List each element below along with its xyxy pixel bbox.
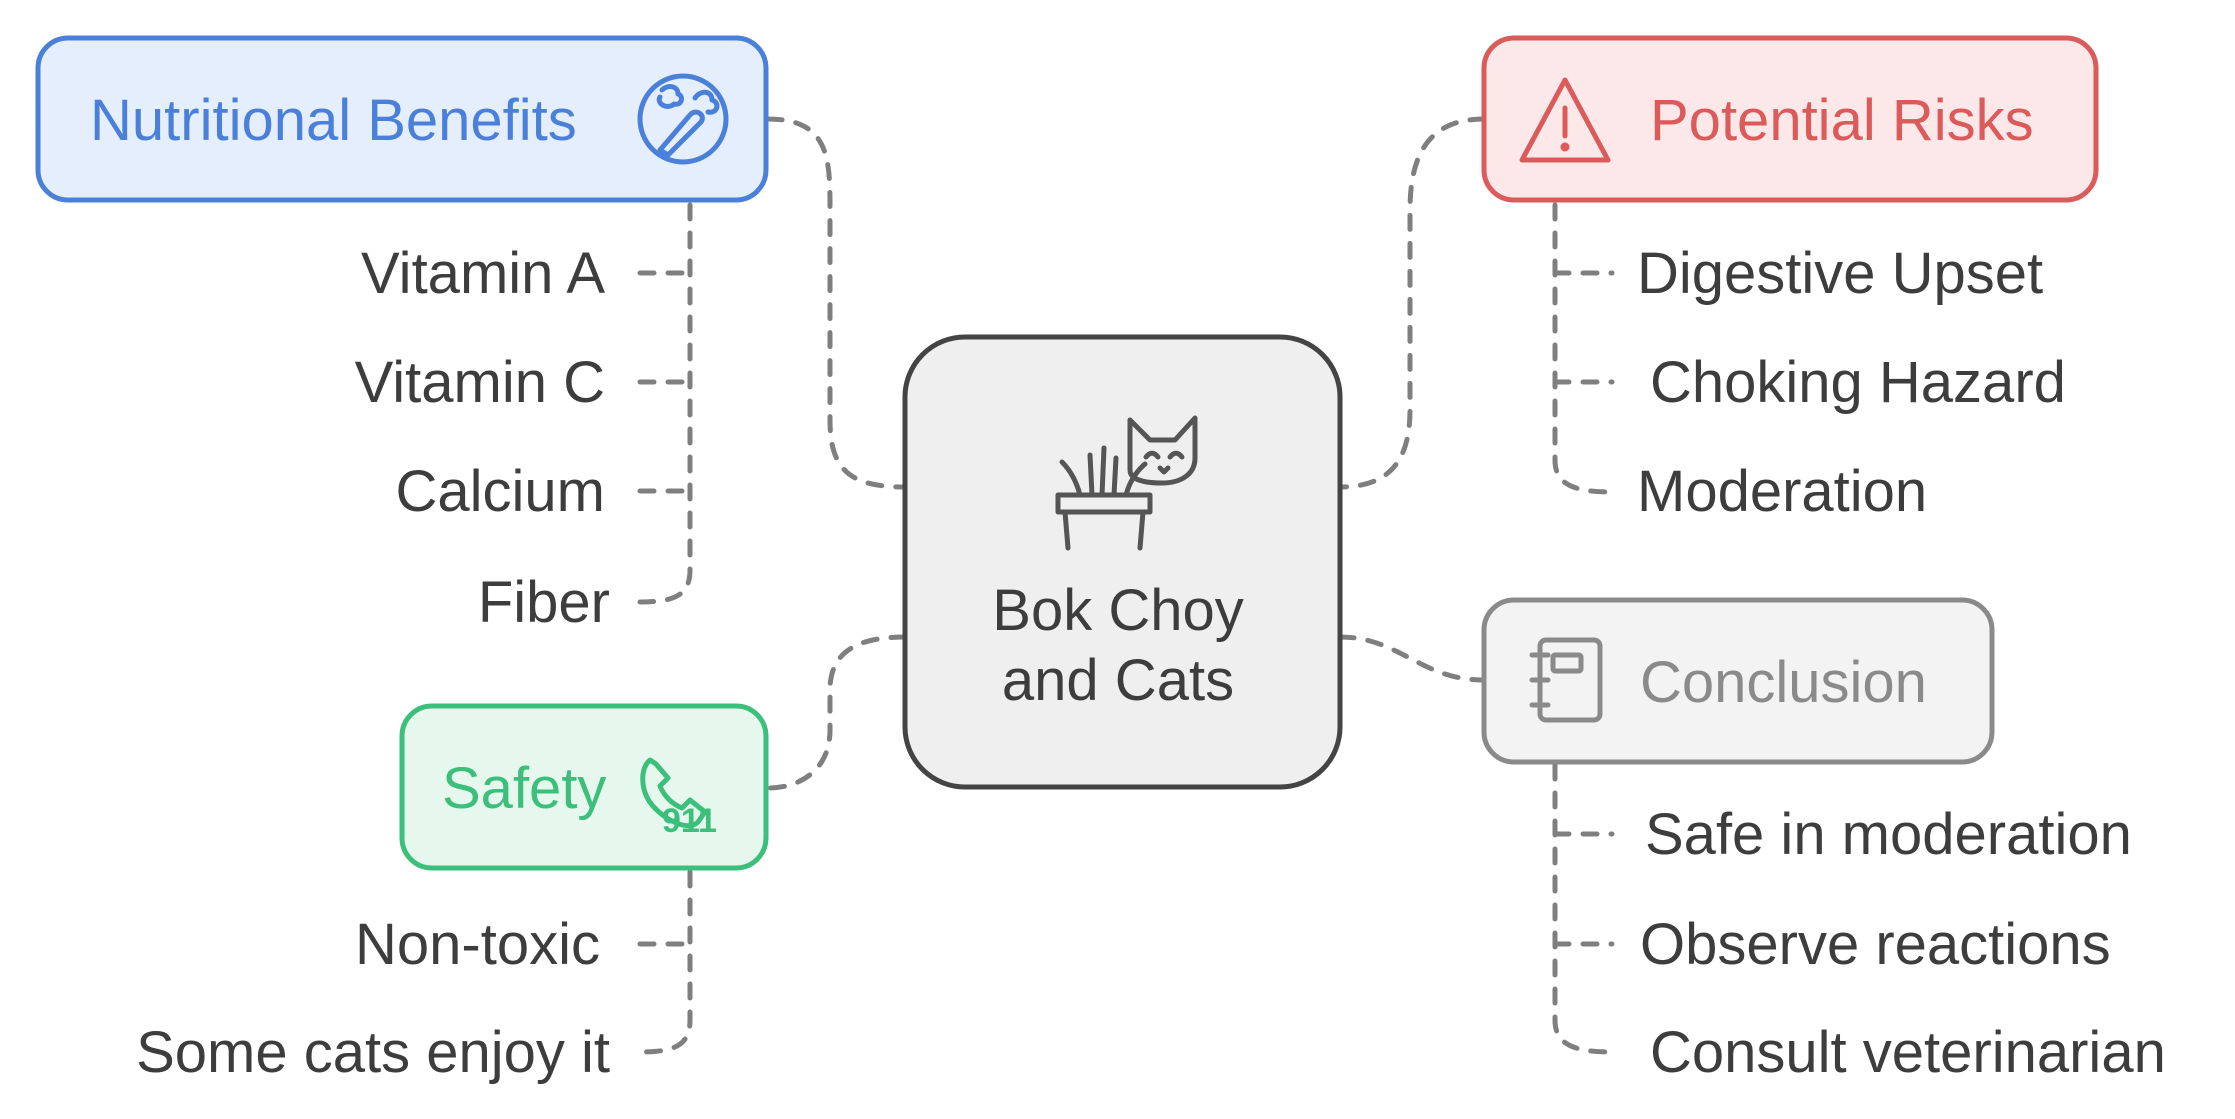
vegetables-icon	[637, 73, 729, 165]
conclusion-item-2: Observe reactions	[1640, 912, 2111, 977]
emergency-phone-icon: 911	[640, 757, 717, 840]
nutritional-header-label: Nutritional Benefits	[90, 88, 577, 153]
emergency-phone-number: 911	[662, 802, 717, 840]
branch-safety: Safety 911 Non-toxic Some cats enjoy it	[136, 703, 769, 1085]
conclusion-header-label: Conclusion	[1640, 650, 1927, 715]
center-node: Bok Choy and Cats	[902, 334, 1343, 790]
nutritional-item-1: Vitamin A	[361, 241, 605, 306]
center-title-line1: Bok Choy	[992, 578, 1243, 643]
connector-safety-trunk	[637, 869, 693, 1055]
connector-center-nutritional	[765, 116, 908, 490]
risks-item-1: Digestive Upset	[1637, 241, 2043, 306]
branch-conclusion: Conclusion Safe in moderation Observe re…	[1481, 597, 2166, 1085]
connector-risks-trunk	[1552, 202, 1615, 495]
risks-header-box	[1481, 35, 2099, 203]
conclusion-item-1: Safe in moderation	[1645, 802, 2132, 867]
nutritional-header-box	[35, 35, 769, 203]
connector-nutritional-trunk	[637, 202, 693, 605]
safety-item-1: Non-toxic	[355, 912, 600, 977]
center-title-line2: and Cats	[1002, 648, 1234, 713]
cat-plant-icon	[1055, 415, 1198, 551]
nutritional-item-4: Fiber	[478, 570, 610, 635]
safety-header-box	[399, 703, 769, 871]
connector-center-safety	[765, 634, 908, 791]
connector-center-conclusion	[1337, 634, 1487, 683]
connector-center-risks	[1337, 116, 1487, 490]
connector-conclusion-trunk	[1552, 762, 1615, 1055]
branch-risks: Potential Risks Digestive Upset Choking …	[1481, 35, 2099, 524]
safety-item-2: Some cats enjoy it	[136, 1020, 610, 1085]
nutritional-item-2: Vitamin C	[355, 350, 605, 415]
connectors	[637, 116, 1615, 1055]
risks-header-label: Potential Risks	[1650, 88, 2034, 153]
notebook-icon	[1529, 637, 1603, 723]
conclusion-item-3: Consult veterinarian	[1650, 1020, 2166, 1085]
safety-header-label: Safety	[442, 756, 606, 821]
risks-item-2: Choking Hazard	[1650, 350, 2066, 415]
nutritional-item-3: Calcium	[396, 459, 606, 524]
risks-item-3: Moderation	[1637, 459, 1927, 524]
warning-icon	[1519, 77, 1611, 163]
branch-nutritional: Nutritional Benefits Vitamin A Vitamin C…	[35, 35, 769, 635]
conclusion-header-box	[1481, 597, 1995, 765]
